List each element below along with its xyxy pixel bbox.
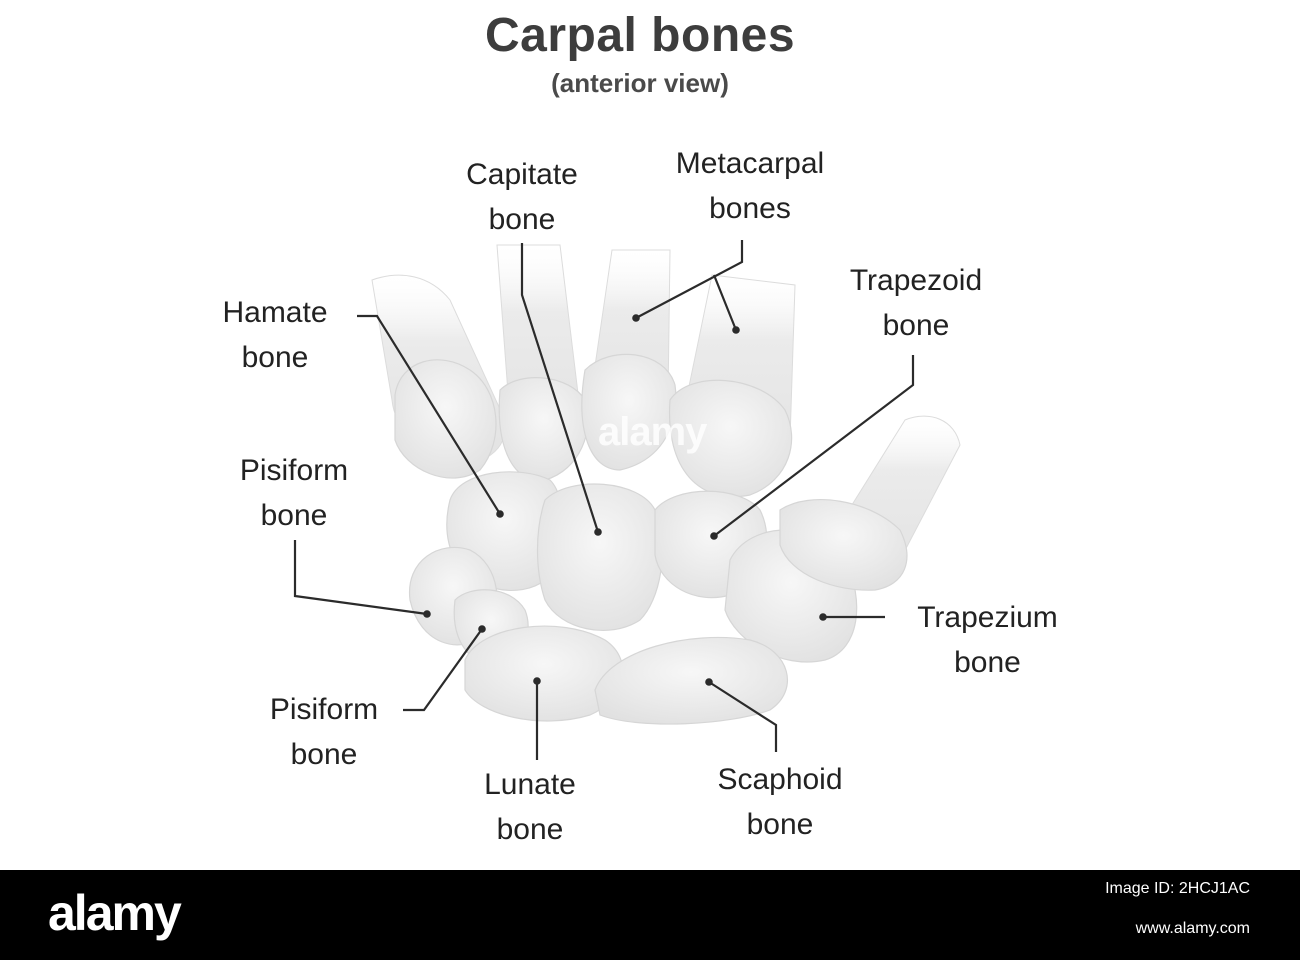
label-pisiform-lower-line1: Pisiform (269, 693, 379, 726)
leader-line-capitate (520, 243, 600, 533)
scaphoid-shape (594, 636, 788, 725)
footer-url[interactable]: www.alamy.com (1135, 920, 1250, 937)
leader-line-hamate (357, 314, 501, 515)
label-trapezoid-line2: bone (882, 309, 950, 342)
label-lunate: Lunate bone (460, 762, 600, 852)
label-metacarpal: Metacarpal bones (650, 141, 850, 231)
metacarpal-base-2 (668, 379, 793, 498)
dot-trapezium (819, 613, 827, 621)
label-trapezoid-line1: Trapezoid (849, 264, 983, 297)
label-lunate-line1: Lunate (484, 768, 576, 801)
page-title: Carpal bones (484, 9, 796, 62)
label-trapezium-line1: Trapezium (917, 601, 1058, 634)
footer-logo[interactable]: alamy (48, 885, 182, 941)
leader-line-trapezoid (713, 355, 915, 537)
metacarpal-base-4 (498, 377, 589, 482)
watermark: alamy (598, 410, 707, 454)
label-trapezium-line2: bone (954, 646, 1021, 679)
label-metacarpal-line1: Metacarpal (675, 147, 825, 180)
leader-line-scaphoid (708, 681, 778, 752)
dot-scaphoid (705, 678, 713, 686)
label-pisiform-upper: Pisiform bone (214, 448, 374, 538)
label-trapezoid: Trapezoid bone (821, 258, 1011, 348)
capitate-shape (536, 483, 663, 631)
label-metacarpal-line2: bones (709, 192, 791, 225)
metacarpal-base-3 (581, 353, 677, 471)
label-scaphoid-line2: bone (746, 808, 814, 841)
dot-pisiform-lower (478, 625, 486, 633)
carpal-bones-illustration (293, 240, 961, 760)
leader-line-pisiform-lower (403, 628, 483, 712)
dot-hamate (496, 510, 504, 518)
label-capitate: Capitate bone (442, 152, 602, 242)
page-subtitle: (anterior view) (551, 68, 729, 98)
dot-metacarpal-2 (732, 326, 740, 334)
leader-endpoints (423, 314, 827, 686)
leader-line-pisiform-upper (293, 540, 428, 616)
leader-line-metacarpal-branch (712, 274, 738, 331)
label-capitate-line1: Capitate (466, 158, 578, 191)
label-pisiform-lower: Pisiform bone (244, 687, 404, 777)
metacarpal-base-5 (394, 359, 497, 479)
label-scaphoid-line1: Scaphoid (717, 763, 843, 796)
first-metacarpal-base (779, 499, 908, 591)
dot-pisiform-upper (423, 610, 431, 618)
dot-lunate (533, 677, 541, 685)
label-hamate-line2: bone (241, 341, 309, 374)
footer-bar: alamy Image ID: 2HCJ1AC www.alamy.com (0, 870, 1300, 960)
leader-line-metacarpal (635, 240, 744, 319)
label-pisiform-lower-line2: bone (290, 738, 358, 771)
dot-capitate (594, 528, 602, 536)
carpal-bones (394, 353, 908, 725)
dot-trapezoid (710, 532, 718, 540)
footer-image-id: Image ID: 2HCJ1AC (1105, 880, 1250, 897)
label-hamate: Hamate bone (200, 290, 350, 380)
label-trapezium: Trapezium bone (890, 595, 1085, 685)
leader-lines (293, 240, 915, 760)
label-pisiform-upper-line1: Pisiform (239, 454, 349, 487)
label-pisiform-upper-line2: bone (260, 499, 328, 532)
label-capitate-line2: bone (488, 203, 556, 236)
label-hamate-line1: Hamate (222, 296, 328, 329)
label-scaphoid: Scaphoid bone (690, 757, 870, 847)
dot-metacarpal-1 (632, 314, 640, 322)
label-lunate-line2: bone (496, 813, 564, 846)
